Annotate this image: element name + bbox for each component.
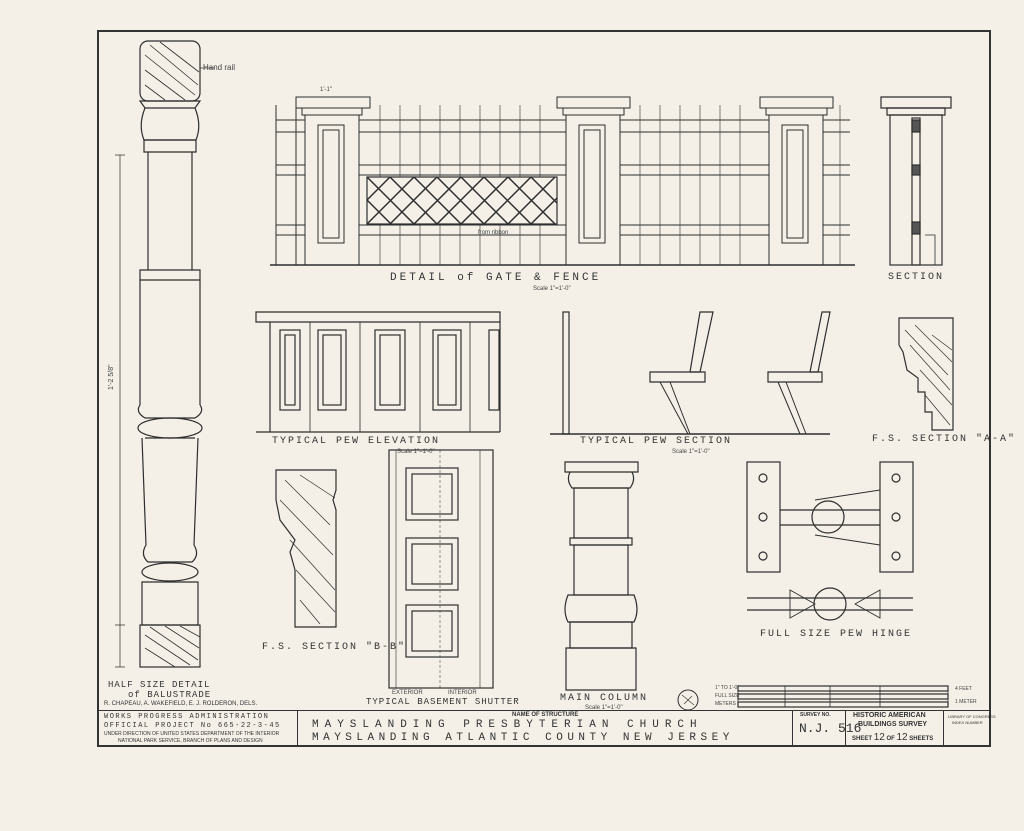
fs-section-bb-title: F.S. SECTION "B-B": [262, 642, 407, 653]
structure-location: MAYSLANDING ATLANTIC COUNTY NEW JERSEY: [312, 732, 734, 744]
shutter-exterior-label: EXTERIOR: [392, 690, 423, 696]
title-block-divider-3: [845, 710, 846, 745]
direction-line-1: UNDER DIRECTION OF UNITED STATES DEPARTM…: [104, 731, 280, 737]
baluster-title-line1: HALF SIZE DETAIL: [108, 680, 211, 690]
sheet-count: SHEET 12 OF 12 SHEETS: [852, 732, 933, 743]
sheet-border: [97, 30, 991, 747]
pew-section-drawing: [550, 311, 831, 435]
scale-label-3: METERS: [715, 701, 736, 707]
habs-line-2: BUILDINGS SURVEY: [858, 721, 928, 728]
gate-fence-scale: Scale 1"=1'-0": [533, 286, 571, 292]
direction-line-2: NATIONAL PARK SERVICE, BRANCH OF PLANS A…: [118, 738, 263, 744]
title-block-divider-1: [297, 710, 298, 745]
habs-line-1: HISTORIC AMERICAN: [853, 712, 926, 719]
structure-name: MAYSLANDING PRESBYTERIAN CHURCH: [312, 719, 703, 731]
pew-section-title: TYPICAL PEW SECTION: [580, 436, 733, 447]
structure-label: NAME OF STRUCTURE: [512, 712, 579, 718]
project-number: OFFICIAL PROJECT No 665-22-3-45: [104, 722, 281, 730]
fs-section-aa-title: F.S. SECTION "A-A": [872, 434, 1017, 445]
main-column-scale: Scale 1"=1'-0": [585, 705, 623, 711]
scale-label-1: 1" TO 1'-0": [715, 685, 740, 691]
title-block-top-rule: [99, 710, 989, 711]
pew-elevation-scale: Scale 1"=1'-0": [397, 449, 435, 455]
basement-shutter-title: TYPICAL BASEMENT SHUTTER: [366, 697, 520, 707]
fence-section-drawing: [880, 96, 952, 266]
scale-bar: [737, 685, 949, 708]
index-label-2: INDEX NUMBER: [952, 720, 983, 725]
fs-section-aa-drawing: [898, 317, 954, 431]
gate-fence-title: DETAIL of GATE & FENCE: [390, 272, 602, 284]
scale-label-4: 4 FEET: [955, 686, 972, 692]
survey-number: N.J. 516: [799, 721, 862, 736]
title-block-divider-4: [943, 710, 944, 745]
sheet-number: 12: [873, 732, 885, 743]
shutter-interior-label: INTERIOR: [448, 690, 477, 696]
sheet-of: OF: [886, 736, 895, 742]
wpa-label: WORKS PROGRESS ADMINISTRATION: [104, 713, 270, 721]
survey-label: SURVEY NO.: [800, 712, 831, 718]
pew-hinge-title: FULL SIZE PEW HINGE: [760, 629, 913, 640]
fs-section-bb-drawing: [275, 469, 337, 628]
baluster-drawing: [115, 40, 215, 668]
pew-elevation-drawing: [255, 311, 501, 433]
basement-shutter-drawing: [388, 449, 494, 689]
delineators: R. CHAPEAU, A. WAKEFIELD, E. J. ROLDERON…: [104, 701, 258, 707]
scale-label-2: FULL SIZE: [715, 693, 740, 699]
title-block-divider-2: [792, 710, 793, 745]
handrail-label: Hand rail: [203, 63, 236, 72]
pew-section-scale: Scale 1"=1'-0": [672, 449, 710, 455]
sheet-prefix: SHEET: [852, 736, 873, 742]
pew-hinge-drawing: [746, 461, 914, 621]
fence-top-dimension: 1'-1": [320, 87, 332, 93]
baluster-dimension: 1'-2 5/8": [108, 364, 115, 390]
gate-fence-drawing: [270, 96, 855, 266]
gate-graining-note: from ribbon: [478, 230, 509, 236]
scale-label-5: 1 METER: [955, 699, 977, 705]
baluster-title-line2: of BALUSTRADE: [128, 690, 212, 700]
main-column-drawing: [564, 461, 639, 691]
sheet-total: 12: [896, 732, 908, 743]
pew-elevation-title: TYPICAL PEW ELEVATION: [272, 436, 441, 447]
section-title: SECTION: [888, 272, 945, 283]
sheet-suffix: SHEETS: [909, 736, 934, 742]
index-label-1: LIBRARY OF CONGRESS: [948, 714, 996, 719]
main-column-title: MAIN COLUMN: [560, 693, 649, 704]
